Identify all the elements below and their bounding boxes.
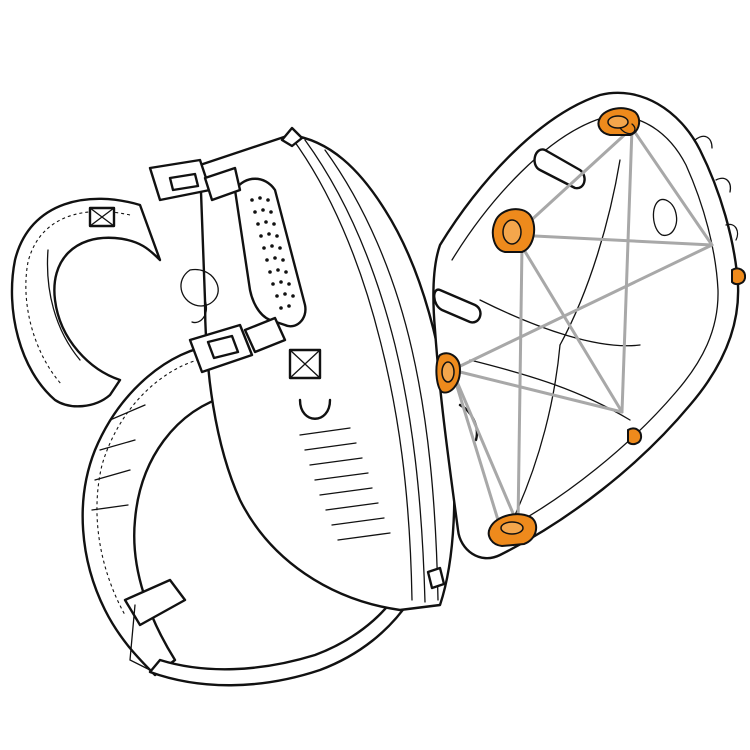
anchor-point-left-lower (435, 352, 462, 394)
open-lid-panel (432, 91, 740, 560)
lower-buckle (188, 316, 287, 374)
carabiner-loop (180, 268, 219, 324)
perforated-grab-pad (233, 177, 307, 328)
anchor-point-bottom (487, 513, 538, 548)
anchor-point-left-upper (491, 208, 536, 253)
top-buckle (148, 158, 242, 202)
bungee-cords (450, 126, 714, 527)
upper-shoulder-strap (10, 197, 162, 408)
zipper-pull (652, 198, 678, 237)
lower-shoulder-strap (81, 343, 232, 677)
molle-webbing (288, 348, 391, 541)
anchor-point-top (597, 107, 641, 136)
anchor-point-right-tab (627, 267, 747, 446)
